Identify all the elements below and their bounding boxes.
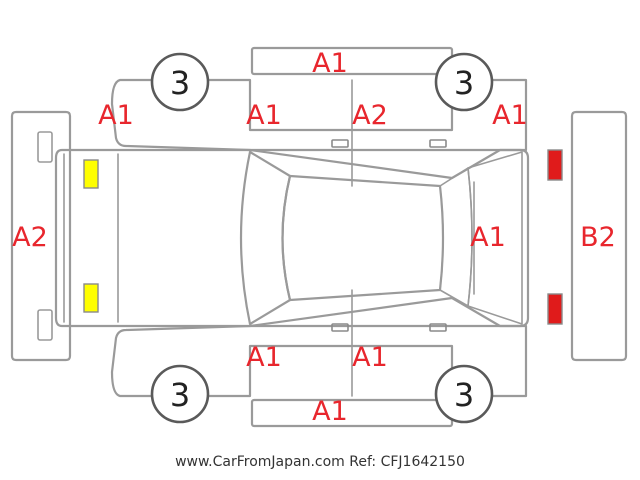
top-front-door-handle <box>331 139 349 148</box>
front-bumper-panel <box>10 110 72 362</box>
rear-hatch-panel <box>467 151 523 325</box>
front-fog-lamp-bottom <box>83 283 99 313</box>
damage-code-rear-bumper: B2 <box>580 222 616 253</box>
damage-code-left-rear-door: A2 <box>352 100 388 131</box>
roof-panel <box>281 174 445 302</box>
rear-bumper-panel <box>570 110 628 362</box>
source-credit: www.CarFromJapan.com Ref: CFJ1642150 <box>175 454 465 470</box>
damage-code-front-bumper: A2 <box>12 222 48 253</box>
right-side-profile <box>110 296 528 398</box>
damage-code-roof-top-bar: A1 <box>312 48 348 79</box>
damage-code-right-front-door: A1 <box>246 342 282 373</box>
wheel-front-right: 3 <box>150 364 210 424</box>
wheel-rear-left-circle <box>434 52 494 112</box>
wheel-rear-right: 3 <box>434 364 494 424</box>
left-side-profile <box>110 78 528 180</box>
damage-code-left-rear-quarter: A1 <box>492 100 528 131</box>
wheel-front-left-circle <box>150 52 210 112</box>
front-bumper-tab-bottom <box>37 309 53 341</box>
rear-window <box>439 167 473 307</box>
wheel-rear-right-circle <box>434 364 494 424</box>
damage-code-right-rear-door: A1 <box>352 342 388 373</box>
wheel-front-right-rating: 3 <box>170 376 190 414</box>
car-body-plan <box>54 148 530 328</box>
front-fog-lamp-top <box>83 159 99 189</box>
damage-code-rear-hatch: A1 <box>470 222 506 253</box>
tail-lamp-bottom <box>547 293 563 325</box>
wheel-rear-right-rating: 3 <box>454 376 474 414</box>
front-bumper-tab-top <box>37 131 53 163</box>
damage-code-left-front-fender: A1 <box>98 100 134 131</box>
wheel-front-left: 3 <box>150 52 210 112</box>
wheel-rear-left: 3 <box>434 52 494 112</box>
wheel-front-left-rating: 3 <box>170 64 190 102</box>
wheel-front-right-circle <box>150 364 210 424</box>
bottom-front-door-handle <box>331 323 349 332</box>
wheel-rear-left-rating: 3 <box>454 64 474 102</box>
bottom-rear-door-handle <box>429 323 447 332</box>
tail-lamp-top <box>547 149 563 181</box>
top-rear-door-handle <box>429 139 447 148</box>
damage-code-bottom-bar: A1 <box>312 396 348 427</box>
damage-code-left-front-door: A1 <box>246 100 282 131</box>
roof-top-bar-shape <box>250 46 454 76</box>
bottom-bar-shape <box>250 398 454 428</box>
